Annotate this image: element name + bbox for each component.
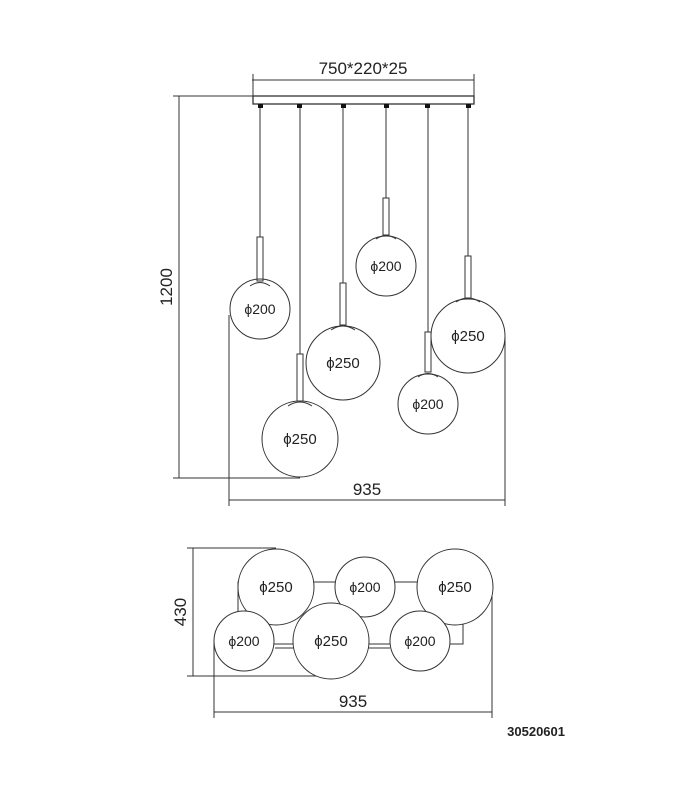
globe-size-label: ϕ250 [314,633,347,650]
front-width-dimension-label: 935 [353,480,381,499]
glass-globe [397,373,459,435]
pendant-stem [256,236,264,282]
height-dimension-label: 1200 [157,268,176,306]
pendant-2 [261,108,339,478]
glass-globe [355,235,417,297]
glass-globe [229,278,291,340]
pendant-cap [287,401,313,407]
glass-globe [237,548,315,626]
cable-anchors [258,104,471,108]
cable-anchor [258,104,263,108]
cable-anchor [341,104,346,108]
pendant-stem [339,282,347,326]
globe-size-label: ϕ200 [370,258,401,274]
pendant-stem [382,197,390,236]
glass-globe [430,298,506,374]
pendant-stem [464,255,472,299]
glass-globe [213,610,275,672]
globe-size-label: ϕ200 [228,633,259,649]
glass-globe [261,400,339,478]
globe-size-label: ϕ200 [404,633,435,649]
front-view [173,74,506,506]
ceiling-canopy [252,95,475,105]
globe-size-label: ϕ200 [244,301,275,317]
depth-dimension-label: 430 [171,598,190,626]
top-width-dimension-label: 935 [339,692,367,711]
top-view [187,547,494,718]
cable-anchor [297,104,302,108]
pendant-1 [229,108,291,340]
pendant-cap [249,282,271,287]
cable-anchor [425,104,430,108]
model-code: 30520601 [507,724,565,739]
pendant-stem [296,353,304,402]
canopy-dimension-label: 750*220*25 [319,59,408,78]
pendant-4 [355,108,417,297]
globe-size-label: ϕ200 [412,396,443,412]
pendant-5 [397,108,459,435]
cable-anchor [466,104,471,108]
cable-anchor [384,104,389,108]
pendant-stem [424,331,432,373]
pendant-6 [430,108,506,374]
pendant-cap [455,297,481,303]
globe-size-label: ϕ250 [326,355,359,372]
glass-globe [416,548,494,626]
glass-globe [389,610,451,672]
globe-size-label: ϕ250 [283,431,316,448]
globe-size-label: ϕ250 [438,579,471,596]
globe-size-label: ϕ200 [349,579,380,595]
pendant-3 [305,108,381,401]
globe-size-label: ϕ250 [451,328,484,345]
globe-size-label: ϕ250 [259,579,292,596]
glass-globe [292,602,370,680]
glass-globe [334,556,396,618]
glass-globe [305,325,381,401]
